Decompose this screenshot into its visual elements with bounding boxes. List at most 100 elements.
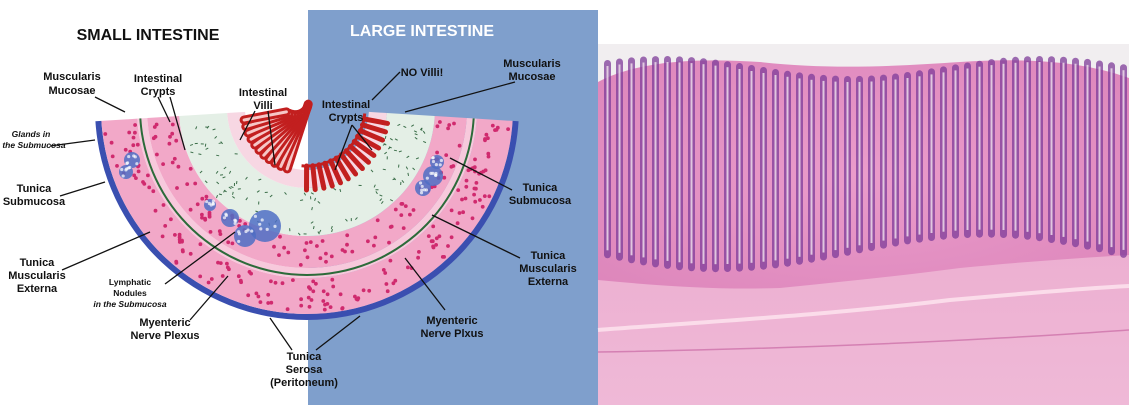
muscle-cell-dot <box>309 240 313 244</box>
crypt-lumen <box>1039 62 1041 233</box>
muscle-cell-dot <box>452 122 456 126</box>
muscle-cell-dot <box>207 281 211 285</box>
muscle-cell-dot <box>458 144 462 148</box>
muscle-cell-dot <box>127 131 131 135</box>
muscle-cell-dot <box>193 182 197 186</box>
crypt-lumen <box>847 82 849 248</box>
muscle-cell-dot <box>345 243 349 247</box>
crypt-lumen <box>1051 62 1053 235</box>
muscle-cell-dot <box>103 132 107 136</box>
muscle-cell-dot <box>394 208 398 212</box>
muscle-cell-dot <box>196 202 200 206</box>
muscle-cell-dot <box>259 300 263 304</box>
svg-text:MuscularisMucosae: MuscularisMucosae <box>503 58 560 83</box>
crypt-lumen <box>631 63 633 255</box>
muscle-cell-dot <box>303 248 307 252</box>
muscle-cell-dot <box>345 233 349 237</box>
muscle-cell-dot <box>161 235 165 239</box>
muscle-cell-dot <box>464 197 468 201</box>
crypt-lumen <box>691 63 693 263</box>
nodule-cell <box>211 202 214 205</box>
muscle-cell-dot <box>209 230 213 234</box>
muscle-cell-dot <box>168 135 172 139</box>
muscle-cell-dot <box>173 233 177 237</box>
crypt-lumen <box>751 71 753 263</box>
muscle-cell-dot <box>199 242 203 246</box>
nodule-cell <box>244 230 247 233</box>
nodule-cell <box>205 200 208 203</box>
muscle-cell-dot <box>450 235 454 239</box>
lymphatic-nodule <box>234 225 256 247</box>
nodule-cell <box>266 228 269 231</box>
crypt-lumen <box>895 80 897 239</box>
muscle-cell-dot <box>246 293 250 297</box>
muscle-cell-dot <box>460 198 464 202</box>
muscle-cell-dot <box>210 277 214 281</box>
muscle-cell-dot <box>218 229 222 233</box>
crypt-lumen <box>931 74 933 233</box>
label-myenteric-large: MyentericNerve Plxus <box>421 315 484 340</box>
muscle-cell-dot <box>387 241 391 245</box>
muscle-cell-dot <box>493 128 497 132</box>
muscle-cell-dot <box>427 234 431 238</box>
muscle-cell-dot <box>255 292 259 296</box>
muscle-cell-dot <box>372 244 376 248</box>
muscle-cell-dot <box>458 211 462 215</box>
muscle-cell-dot <box>331 285 335 289</box>
muscle-cell-dot <box>324 252 328 256</box>
nodule-cell <box>128 166 131 169</box>
muscle-cell-dot <box>154 209 158 213</box>
muscle-cell-dot <box>341 306 345 310</box>
muscle-cell-dot <box>475 181 479 185</box>
muscle-cell-dot <box>402 226 406 230</box>
crypt-lumen <box>799 78 801 256</box>
nodule-cell <box>421 185 424 188</box>
muscle-cell-dot <box>266 293 270 297</box>
muscle-cell-dot <box>175 186 179 190</box>
muscle-cell-dot <box>390 225 394 229</box>
muscle-cell-dot <box>441 255 445 259</box>
crypt-lumen <box>1099 67 1101 245</box>
muscle-cell-dot <box>438 120 442 124</box>
muscle-cell-dot <box>152 136 156 140</box>
muscle-cell-dot <box>248 270 252 274</box>
muscle-cell-dot <box>185 182 189 186</box>
crypt-lumen <box>715 66 717 265</box>
crypt-lumen <box>679 62 681 262</box>
muscle-cell-dot <box>161 162 165 166</box>
muscle-cell-dot <box>326 302 330 306</box>
muscle-cell-dot <box>307 296 311 300</box>
muscle-cell-dot <box>281 281 285 285</box>
muscle-cell-dot <box>169 217 173 221</box>
nodule-cell <box>237 240 240 243</box>
muscle-cell-dot <box>134 176 138 180</box>
crypt-lumen <box>1111 68 1113 247</box>
muscle-cell-dot <box>389 259 393 263</box>
crypt-lumen <box>667 62 669 261</box>
muscle-cell-dot <box>400 202 404 206</box>
muscle-cell-dot <box>417 250 421 254</box>
crypt-lumen <box>607 66 609 250</box>
histology-micrograph <box>598 44 1129 405</box>
muscle-cell-dot <box>239 280 243 284</box>
muscle-cell-dot <box>282 246 286 250</box>
crypt-lumen <box>1087 65 1089 242</box>
crypt-lumen <box>643 63 645 258</box>
crypt-lumen <box>859 82 861 245</box>
muscle-cell-dot <box>408 213 412 217</box>
muscle-cell-dot <box>137 170 141 174</box>
small-intestine-heading: SMALL INTESTINE <box>77 27 220 44</box>
nodule-cell <box>420 191 423 194</box>
nodule-cell <box>426 177 429 180</box>
crypt-lumen <box>943 72 945 231</box>
svg-text:IntestinalCrypts: IntestinalCrypts <box>134 73 182 98</box>
muscle-cell-dot <box>151 189 155 193</box>
muscle-cell-dot <box>171 123 175 127</box>
muscle-cell-dot <box>485 133 489 137</box>
muscle-cell-dot <box>430 239 434 243</box>
intestinal-crypt <box>313 166 315 190</box>
muscle-cell-dot <box>170 132 174 136</box>
crypt-lumen <box>1123 70 1125 250</box>
